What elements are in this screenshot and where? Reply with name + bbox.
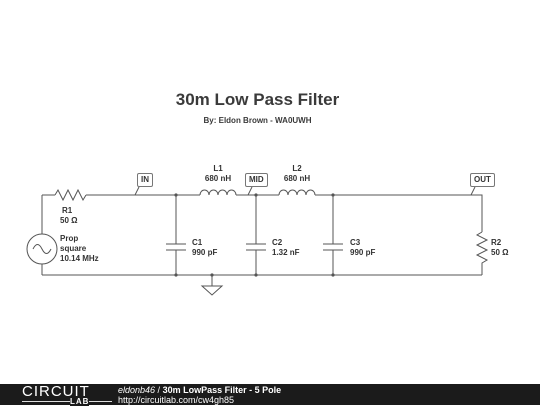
l2-value: 680 nH bbox=[283, 174, 311, 183]
l1-name: L1 bbox=[213, 164, 223, 173]
node-flag-out: OUT bbox=[470, 173, 495, 187]
r2-value: 50 Ω bbox=[491, 248, 509, 257]
c3-capacitor bbox=[323, 195, 343, 275]
c3-name: C3 bbox=[350, 238, 361, 247]
c2-name: C2 bbox=[272, 238, 283, 247]
footer-circuit-info: eldonb46 / 30m LowPass Filter - 5 Pole bbox=[118, 385, 281, 395]
l2-inductor bbox=[278, 189, 316, 196]
r1-resistor bbox=[54, 188, 87, 202]
circuit-url-link[interactable]: http://circuitlab.com/cw4gh85 bbox=[118, 395, 235, 405]
sine-wave bbox=[32, 244, 52, 254]
logo-underline bbox=[22, 401, 112, 402]
r1-name: R1 bbox=[62, 206, 73, 215]
c3-value: 990 pF bbox=[350, 248, 376, 257]
junction-dot bbox=[254, 193, 258, 197]
c1-name: C1 bbox=[192, 238, 203, 247]
l2-name: L2 bbox=[292, 164, 302, 173]
circuitlab-logo[interactable]: CIRCUIT bbox=[22, 383, 90, 400]
author-link[interactable]: eldonb46 bbox=[118, 385, 156, 395]
r1-value: 50 Ω bbox=[60, 216, 78, 225]
c1-capacitor bbox=[166, 195, 186, 275]
l1-value: 680 nH bbox=[204, 174, 232, 183]
source-label-1: Prop bbox=[60, 234, 79, 243]
source-symbol bbox=[26, 233, 58, 265]
circuitlab-logo-sub: LAB bbox=[70, 397, 90, 406]
c2-capacitor bbox=[246, 195, 266, 275]
diagram-title: 30m Low Pass Filter bbox=[175, 90, 340, 109]
junction-dot bbox=[331, 193, 335, 197]
source-label-3: 10.14 MHz bbox=[60, 254, 99, 263]
wire-l2-out bbox=[315, 194, 483, 232]
junction-dot bbox=[210, 273, 214, 277]
node-flag-mid: MID bbox=[245, 173, 268, 187]
c1-value: 990 pF bbox=[192, 248, 218, 257]
c2-value: 1.32 nF bbox=[272, 248, 300, 257]
out-flag-leader bbox=[470, 186, 476, 196]
l1-inductor bbox=[199, 189, 237, 196]
ground-symbol bbox=[200, 275, 224, 296]
footer-bar: CIRCUIT LAB eldonb46 / 30m LowPass Filte… bbox=[0, 383, 540, 406]
junction-dot bbox=[174, 193, 178, 197]
node-flag-in: IN bbox=[137, 173, 153, 187]
footer-separator: / bbox=[155, 385, 163, 395]
circuit-title-link[interactable]: 30m LowPass Filter - 5 Pole bbox=[162, 385, 282, 395]
junction-dot bbox=[174, 273, 178, 277]
in-flag-leader bbox=[134, 186, 140, 196]
r2-name: R2 bbox=[491, 238, 502, 247]
mid-flag-leader bbox=[247, 186, 253, 196]
source-label-2: square bbox=[60, 244, 87, 253]
junction-dot bbox=[331, 273, 335, 277]
junction-dot bbox=[254, 273, 258, 277]
diagram-subtitle: By: Eldon Brown - WA0UWH bbox=[203, 116, 312, 125]
r2-resistor bbox=[475, 231, 489, 275]
